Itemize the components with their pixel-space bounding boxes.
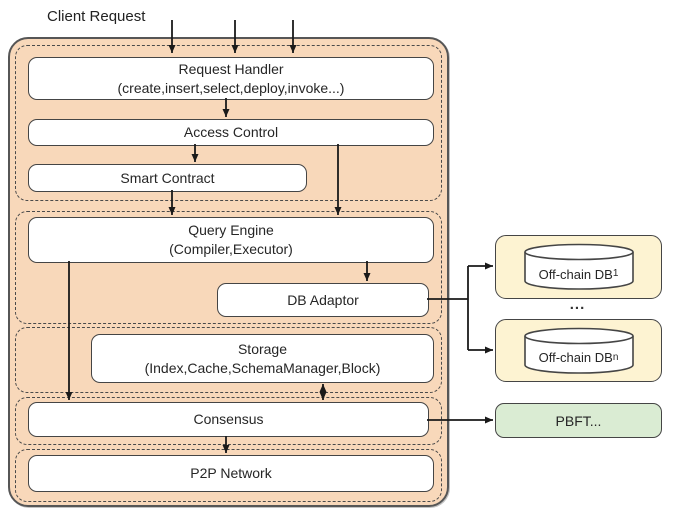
storage-detail: (Index,Cache,SchemaManager,Block) (144, 359, 381, 376)
query-engine-detail: (Compiler,Executor) (169, 241, 293, 257)
pbft-label: PBFT... (555, 412, 602, 429)
database-cylinder-icon (524, 327, 634, 374)
db-adaptor-box: DB Adaptor (217, 283, 429, 317)
storage-box: Storage (Index,Cache,SchemaManager,Block… (91, 334, 434, 383)
request-handler-detail: (create,insert,select,deploy,invoke...) (117, 79, 345, 96)
consensus-title: Consensus (193, 411, 264, 428)
query-engine-box: Query Engine (Compiler,Executor) (28, 217, 434, 263)
smart-contract-title: Smart Contract (120, 169, 215, 186)
db-adaptor-title: DB Adaptor (287, 291, 359, 308)
p2p-network-box: P2P Network (28, 455, 434, 492)
group-consensus (15, 397, 442, 445)
access-control-title: Access Control (183, 124, 279, 141)
group-request-handling (15, 45, 442, 201)
access-control-box: Access Control (28, 119, 434, 146)
request-handler-title: Request Handler (178, 60, 284, 77)
pbft-box: PBFT... (495, 403, 662, 438)
consensus-box: Consensus (28, 402, 429, 437)
query-engine-title: Query Engine (188, 222, 274, 239)
database-cylinder-icon (524, 243, 634, 290)
client-request-label: Client Request (47, 8, 146, 25)
smart-contract-box: Smart Contract (28, 164, 307, 192)
offchain-db-ellipsis: ... (569, 296, 586, 313)
group-storage (15, 327, 442, 393)
request-handler-box: Request Handler (create,insert,select,de… (28, 57, 434, 100)
storage-title: Storage (237, 340, 288, 357)
group-query-engine (15, 211, 442, 324)
p2p-network-title: P2P Network (190, 465, 272, 482)
